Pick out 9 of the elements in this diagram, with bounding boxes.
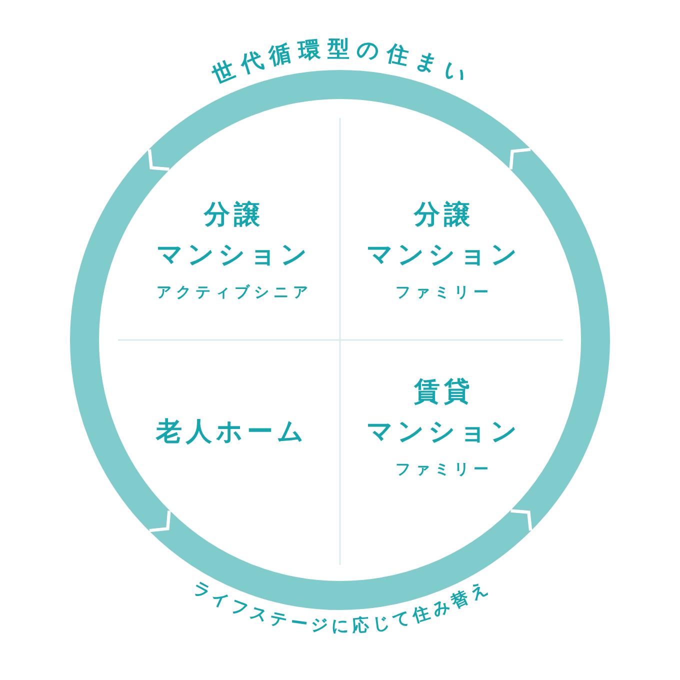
curved-title: 世代循環型の住まい (209, 36, 477, 92)
curved-caption: ライフステージに応じて住み替え (189, 576, 494, 637)
resident-type-subtitle: ファミリー (394, 459, 493, 479)
housing-type-heading: 分譲マンション (366, 199, 522, 272)
resident-type-subtitle: ファミリー (394, 282, 493, 302)
housing-type-heading: 賃貸マンション (366, 376, 522, 449)
housing-type-heading: 老人ホーム (154, 416, 308, 449)
housing-type-heading: 分譲マンション (156, 199, 312, 272)
resident-type-subtitle: アクティブシニア (155, 282, 312, 302)
